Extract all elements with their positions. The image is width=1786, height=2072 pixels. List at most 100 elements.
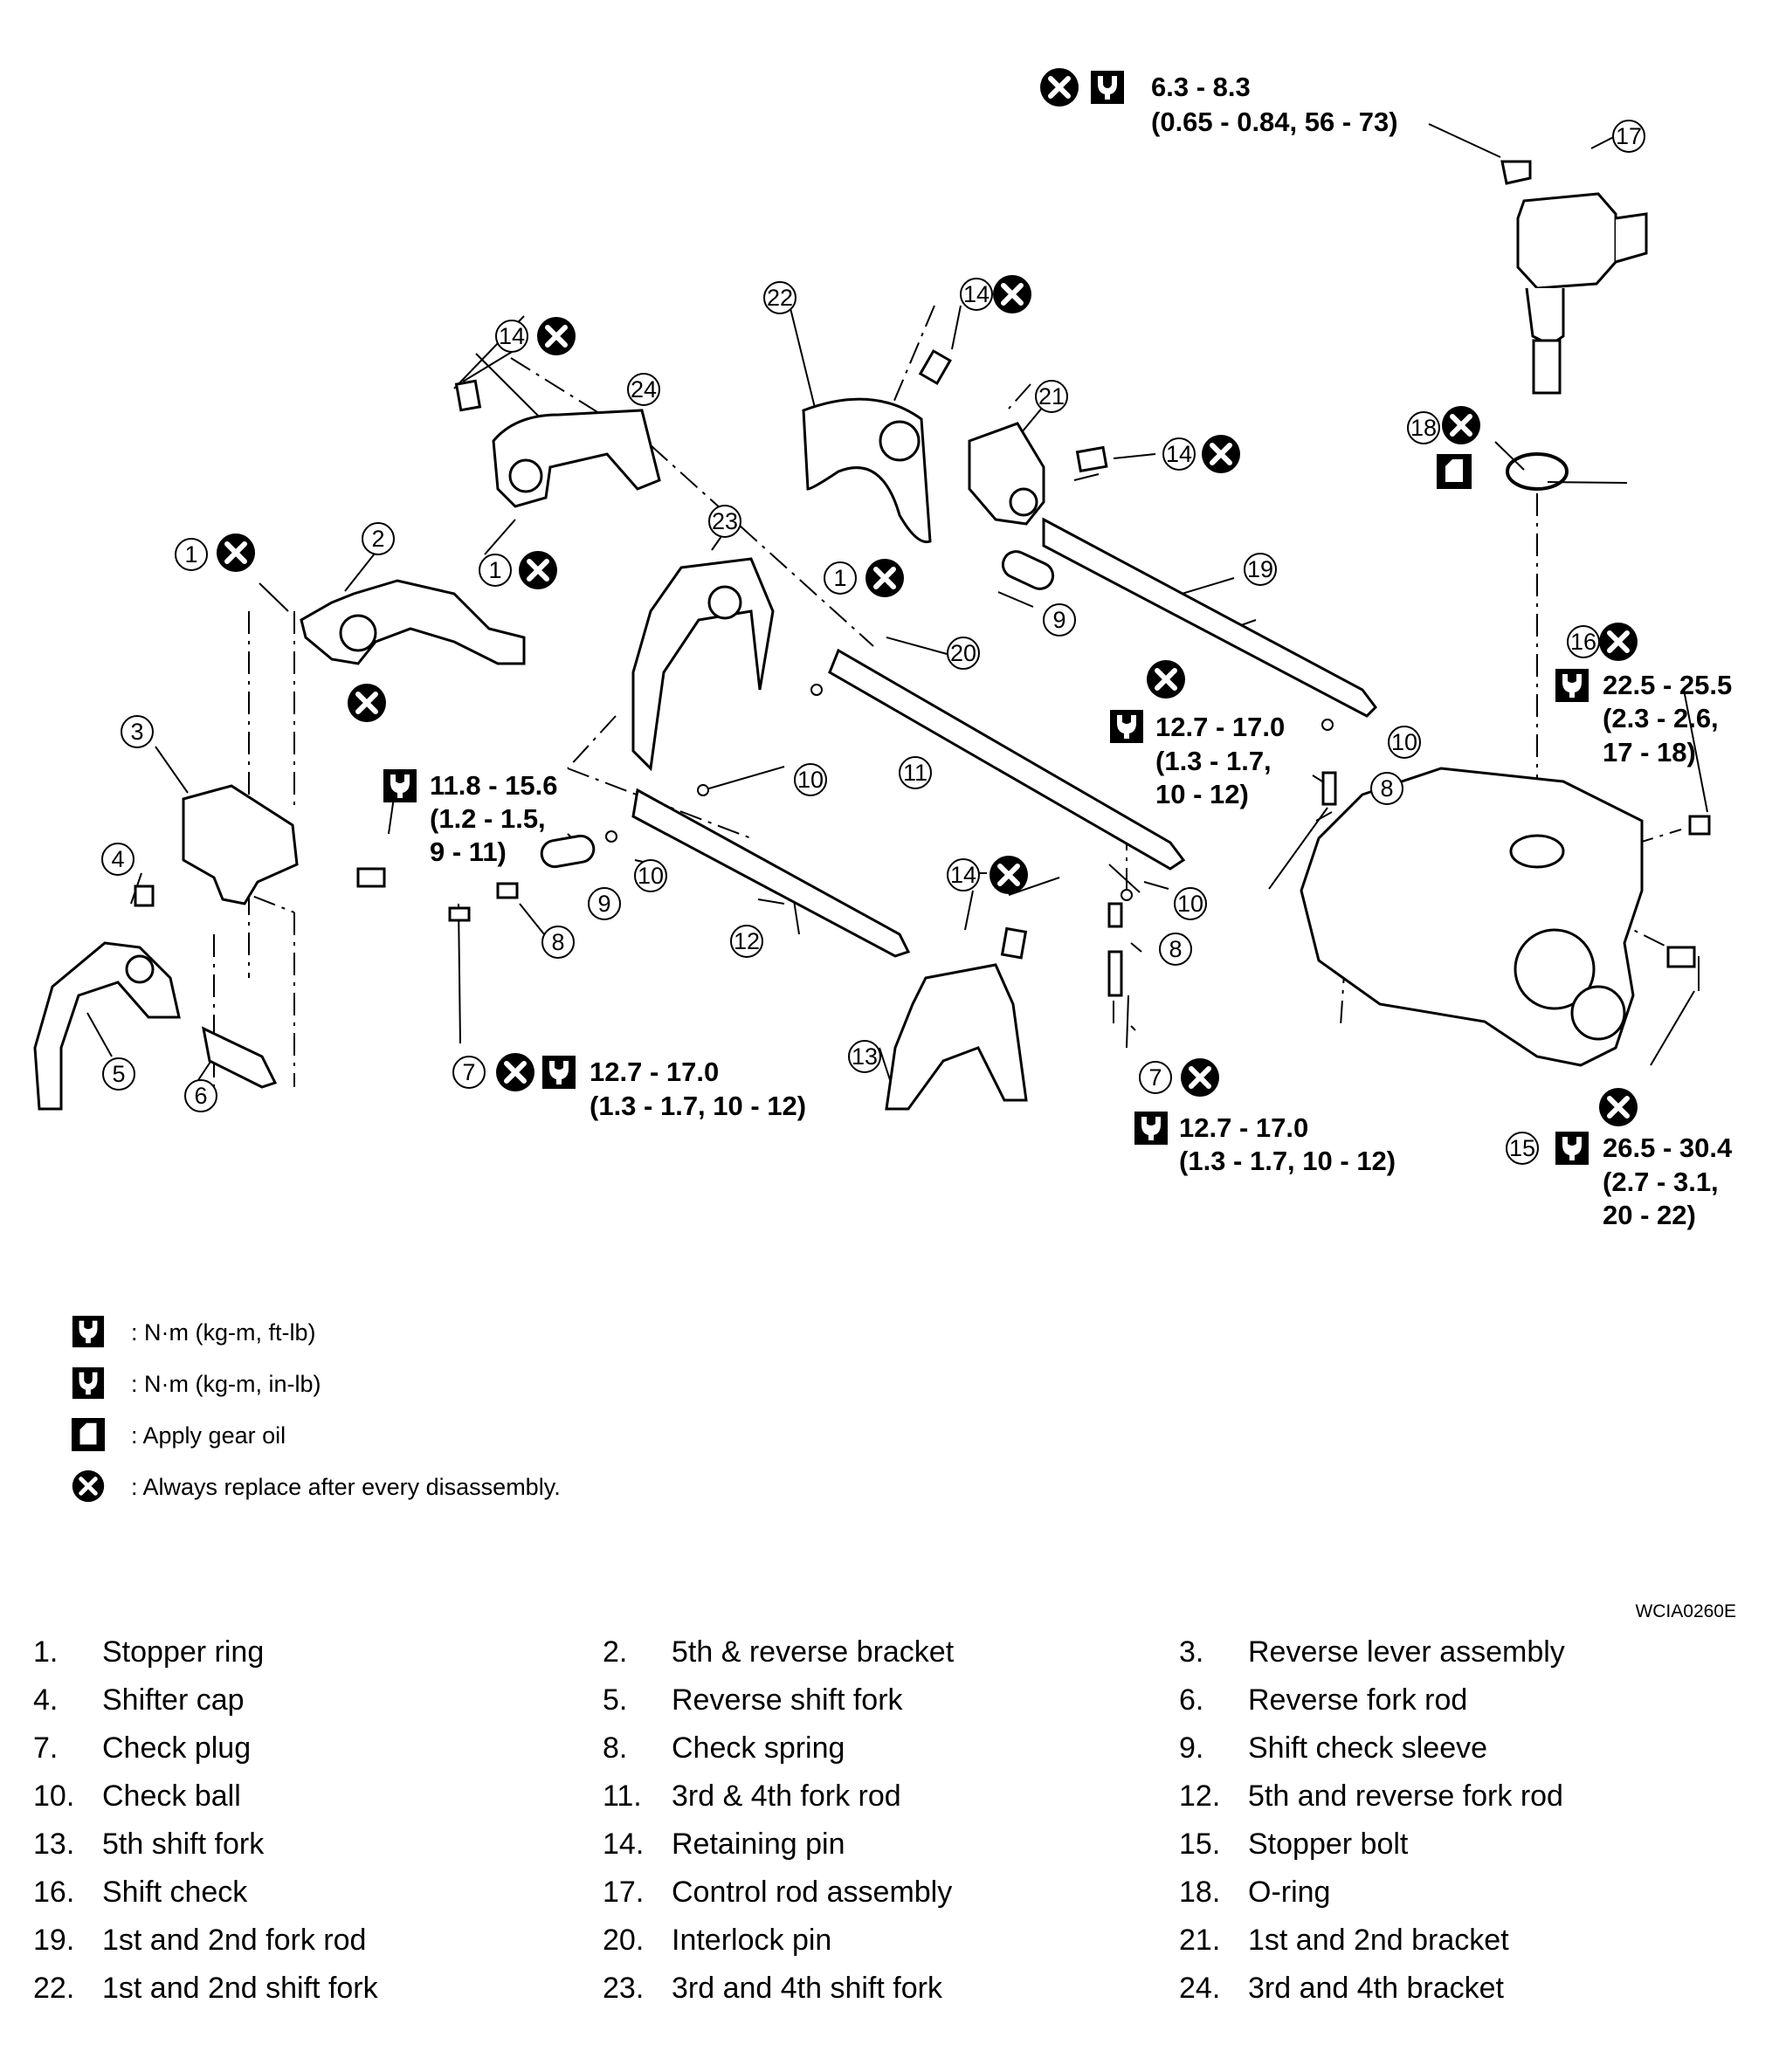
callout-9: 9 <box>1043 603 1076 637</box>
callout-23: 23 <box>708 505 741 538</box>
part-number: 1. <box>33 1635 59 1669</box>
callout-number: 1 <box>488 557 501 583</box>
part-name: Control rod assembly <box>672 1876 953 1909</box>
part-number: 10. <box>33 1779 75 1813</box>
callout-19: 19 <box>1244 553 1277 586</box>
torque-reverse-lever-detail2: 9 - 11) <box>430 836 507 867</box>
callout-number: 21 <box>1038 383 1065 410</box>
callout-number: 6 <box>194 1083 207 1109</box>
part-name: Retaining pin <box>672 1828 845 1861</box>
callout-8: 8 <box>1370 772 1403 805</box>
callout-number: 9 <box>1052 607 1065 633</box>
torque-stopper-bolt-detail1: (2.7 - 3.1, <box>1603 1167 1719 1197</box>
callout-10: 10 <box>794 763 827 796</box>
part-name: 3rd & 4th fork rod <box>672 1779 901 1813</box>
part-number: 11. <box>603 1779 642 1813</box>
callout-number: 17 <box>1616 123 1642 149</box>
part-number: 20. <box>603 1924 645 1957</box>
part-name: 3rd and 4th shift fork <box>672 1972 942 2005</box>
torque-reverse-lever: 11.8 - 15.6 <box>430 770 558 801</box>
torque-shift-check: 22.5 - 25.5 <box>1603 670 1732 700</box>
part-number: 21. <box>1179 1924 1221 1957</box>
part-name: Check plug <box>102 1731 252 1765</box>
legend-item: : Apply gear oil <box>72 1417 945 1469</box>
callout-2: 2 <box>362 522 395 555</box>
figure-code: WCIA0260E <box>1635 1601 1736 1621</box>
callout-number: 7 <box>462 1059 475 1085</box>
callout-number: 1 <box>833 565 846 591</box>
part-name: O-ring <box>1248 1876 1331 1909</box>
callout-20: 20 <box>947 637 980 670</box>
part-name: 3rd and 4th bracket <box>1248 1972 1504 2005</box>
callout-number: 24 <box>631 376 657 403</box>
exploded-diagram: 1714221424211418122311192016910310118410… <box>33 0 1733 1230</box>
callout-7: 7 <box>452 1056 486 1089</box>
callout-number: 14 <box>950 862 976 888</box>
part-name: 5th shift fork <box>102 1828 265 1861</box>
torque-check-plug-upper: 12.7 - 17.0 <box>1155 712 1285 742</box>
legend-item: : N·m (kg-m, in-lb) <box>72 1366 945 1417</box>
callout-11: 11 <box>899 756 932 789</box>
part-number: 7. <box>33 1731 59 1765</box>
legend: : N·m (kg-m, ft-lb) : N·m (kg-m, in-lb) … <box>72 1314 945 1520</box>
part-number: 23. <box>603 1972 645 2005</box>
callout-number: 10 <box>1391 729 1417 755</box>
part-name: Reverse lever assembly <box>1248 1635 1565 1669</box>
part-number: 13. <box>33 1828 75 1861</box>
callout-number: 10 <box>1177 891 1203 917</box>
callout-number: 22 <box>767 285 793 311</box>
legend-item: : N·m (kg-m, ft-lb) <box>72 1314 945 1366</box>
callout-13: 13 <box>848 1040 881 1073</box>
callout-5: 5 <box>102 1057 135 1091</box>
part-name: Interlock pin <box>672 1924 832 1957</box>
callout-number: 12 <box>734 928 760 954</box>
part-name: 1st and 2nd shift fork <box>102 1972 378 2005</box>
part-name: Reverse shift fork <box>672 1683 903 1717</box>
part-name: 5th & reverse bracket <box>672 1635 955 1669</box>
callout-number: 4 <box>111 846 124 872</box>
callout-24: 24 <box>627 373 660 406</box>
callout-number: 13 <box>852 1043 878 1070</box>
callout-14: 14 <box>1162 437 1196 471</box>
callout-number: 2 <box>371 526 384 552</box>
callout-number: 5 <box>112 1061 125 1087</box>
callout-22: 22 <box>763 281 796 314</box>
part-name: Shift check sleeve <box>1248 1731 1488 1765</box>
torque-check-plug-upper-detail1: (1.3 - 1.7, <box>1155 746 1272 776</box>
torque-check-plug-left: 12.7 - 17.0 <box>590 1057 719 1087</box>
callout-14: 14 <box>947 858 980 891</box>
part-name: Shift check <box>102 1876 248 1909</box>
torque-control-rod: 6.3 - 8.3 <box>1151 72 1251 102</box>
part-number: 16. <box>33 1876 75 1909</box>
part-name: Check ball <box>102 1779 241 1813</box>
callout-14: 14 <box>960 278 993 311</box>
torque-control-rod-detail: (0.65 - 0.84, 56 - 73) <box>1151 107 1398 137</box>
oil-can-icon <box>72 1418 105 1451</box>
callout-number: 14 <box>1166 441 1192 467</box>
callout-number: 11 <box>903 760 927 786</box>
callout-number: 14 <box>963 281 990 307</box>
callout-number: 10 <box>638 863 664 889</box>
part-number: 5. <box>603 1683 628 1717</box>
callout-15: 15 <box>1506 1132 1539 1165</box>
callout-number: 3 <box>130 719 143 745</box>
callout-4: 4 <box>101 843 134 876</box>
callout-number: 14 <box>499 323 525 349</box>
part-name: Stopper ring <box>102 1635 265 1669</box>
callout-number: 10 <box>797 767 824 793</box>
part-number: 18. <box>1179 1876 1221 1909</box>
callout-1: 1 <box>175 538 208 571</box>
callout-8: 8 <box>1159 933 1192 966</box>
part-number: 4. <box>33 1683 59 1717</box>
callout-1: 1 <box>824 561 857 595</box>
torque-check-plug-upper-detail2: 10 - 12) <box>1155 779 1249 809</box>
part-number: 14. <box>603 1828 645 1861</box>
torque-stopper-bolt: 26.5 - 30.4 <box>1603 1132 1733 1163</box>
callout-6: 6 <box>184 1079 217 1112</box>
legend-text: : Apply gear oil <box>131 1422 286 1449</box>
callout-1: 1 <box>479 554 512 587</box>
callout-21: 21 <box>1035 380 1068 413</box>
callout-12: 12 <box>730 925 763 958</box>
callout-9: 9 <box>588 887 621 920</box>
callout-number: 23 <box>712 508 738 534</box>
